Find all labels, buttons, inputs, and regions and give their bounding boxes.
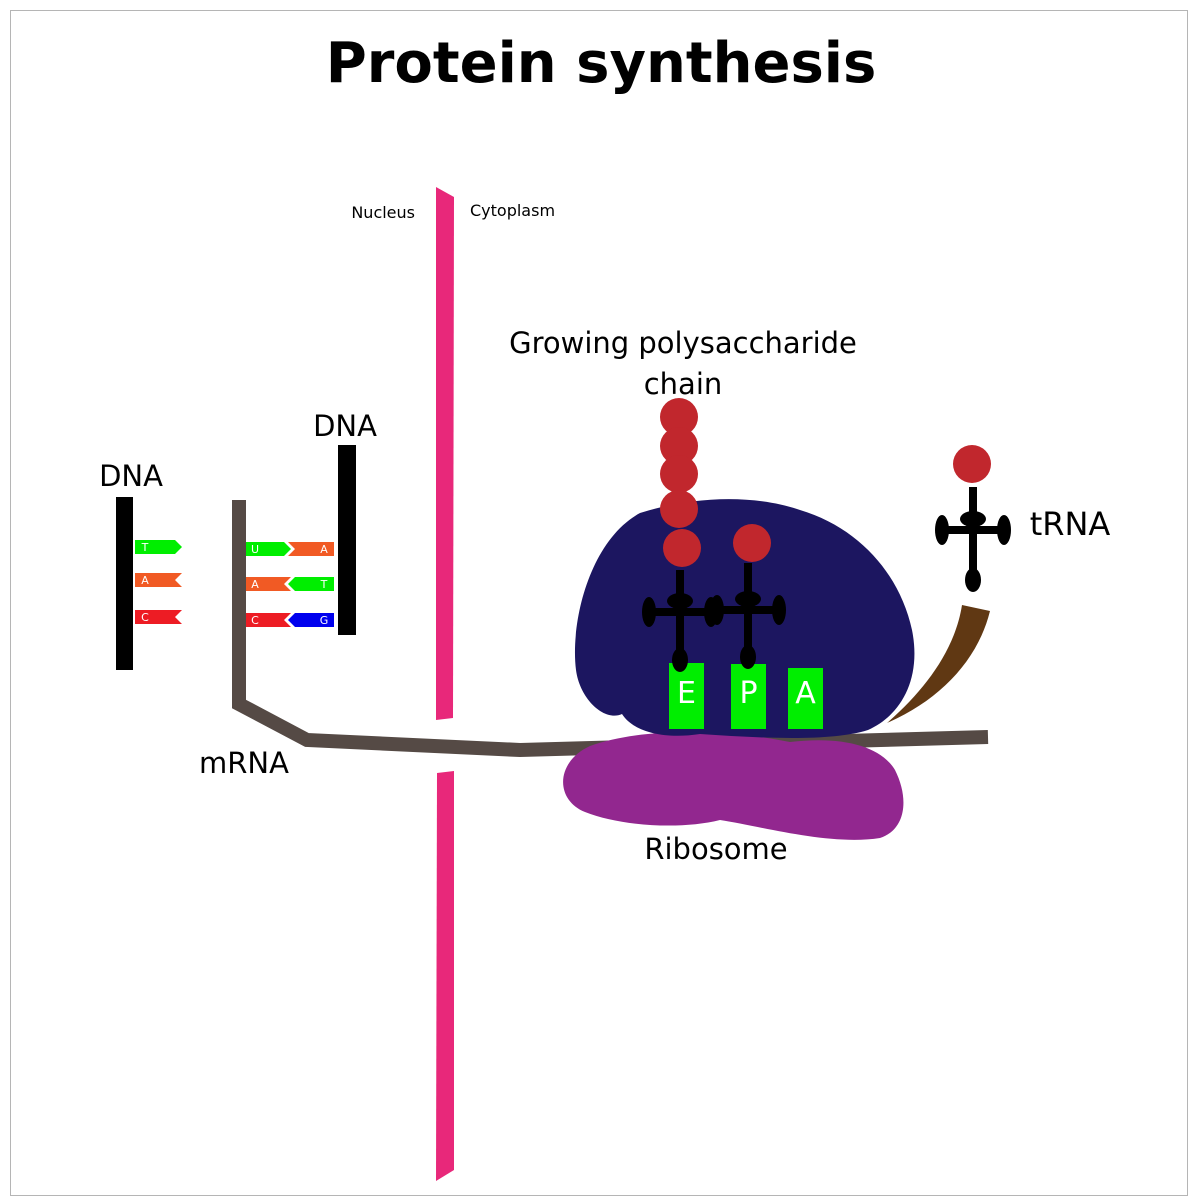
trna-incoming-right-loop (997, 515, 1011, 545)
growing-chain-label-line2: chain (644, 367, 723, 401)
trna-incoming-top-loop (960, 511, 986, 527)
mrna-base-a-shape (246, 577, 291, 591)
site-p-box (731, 664, 766, 729)
dna-left-base-a-shape (135, 573, 182, 587)
dna-right-strand (338, 445, 356, 635)
trna-p-site-arm (718, 606, 778, 614)
mrna-label: mRNA (199, 746, 289, 780)
mrna-base-u: U (246, 542, 291, 556)
dna-left-base-t-letter: T (141, 541, 149, 554)
dna-right-base-a: A (288, 542, 334, 556)
trna-p-site-right-loop (772, 595, 786, 625)
mrna-base-u-shape (246, 542, 291, 556)
dna-left-strand (116, 497, 133, 670)
trna-incoming-arm (943, 526, 1003, 534)
p-site-amino-acid (733, 524, 771, 562)
diagram-title: Protein synthesis (326, 31, 877, 96)
dna-right-base-g-shape (288, 613, 334, 627)
chain-amino-acid-1 (660, 398, 698, 436)
mrna-base-c: C (246, 613, 291, 627)
dna-left-label: DNA (99, 459, 163, 493)
dna-right-base-t-shape (288, 577, 334, 591)
mrna-base-u-letter: U (251, 543, 259, 556)
nucleus-label: Nucleus (351, 203, 415, 222)
chain-amino-acid-3 (660, 455, 698, 493)
mrna-bases: U A C (246, 542, 291, 627)
site-a-letter: A (795, 676, 816, 711)
dna-right-bases: A T G (288, 542, 334, 627)
dna-right-base-t-letter: T (320, 578, 328, 591)
dna-left-base-t: T (135, 540, 182, 554)
ribosome-label: Ribosome (644, 832, 787, 866)
trna-p-site-top-loop (735, 591, 761, 607)
trna-p-site (710, 563, 786, 669)
dna-left-base-a: A (135, 573, 182, 587)
trna-label: tRNA (1030, 505, 1111, 543)
dna-right-base-g-letter: G (320, 614, 329, 627)
incoming-trna-tail (887, 605, 990, 723)
dna-left-base-c-shape (135, 610, 182, 624)
dna-right-base-a-shape (288, 542, 334, 556)
dna-left-base-c: C (135, 610, 182, 624)
trna-incoming-anticodon-loop (965, 568, 981, 592)
figure-frame (10, 10, 1188, 1196)
dna-right-base-g: G (288, 613, 334, 627)
mrna-base-a: A (246, 577, 291, 591)
dna-left-base-c-letter: C (141, 611, 149, 624)
site-e-box (669, 663, 704, 729)
nuclear-membrane-upper (436, 187, 454, 720)
growing-chain-label-line1: Growing polysaccharide (509, 326, 857, 360)
chain-amino-acid-4 (660, 490, 698, 528)
dna-right-label: DNA (313, 409, 377, 443)
dna-left-bases: T A C (135, 540, 182, 624)
trna-incoming-left-loop (935, 515, 949, 545)
site-p: P (731, 664, 766, 729)
mrna-base-c-shape (246, 613, 291, 627)
site-a: A (788, 668, 823, 729)
mrna-base-c-letter: C (251, 614, 259, 627)
dna-right-base-a-letter: A (320, 543, 328, 556)
mrna-base-a-letter: A (251, 578, 259, 591)
site-e-letter: E (677, 676, 696, 711)
trna-e-site (642, 570, 718, 672)
site-e: E (669, 663, 704, 729)
trna-e-site-left-loop (642, 597, 656, 627)
trna-e-site-arm (650, 608, 710, 616)
site-p-letter: P (739, 676, 757, 711)
ribosome-small-subunit (563, 731, 904, 840)
dna-right-base-t: T (288, 577, 334, 591)
chain-amino-acid-5 (663, 529, 701, 567)
site-a-box (788, 668, 823, 729)
trna-incoming (935, 487, 1011, 592)
incoming-amino-acid (953, 445, 991, 483)
trna-molecules (642, 487, 1011, 672)
dna-left-base-t-shape (135, 540, 182, 554)
chain-amino-acid-2 (660, 427, 698, 465)
dna-left-base-a-letter: A (141, 574, 149, 587)
nuclear-membrane-lower (436, 771, 454, 1181)
trna-e-site-top-loop (667, 593, 693, 609)
growing-chain (660, 398, 991, 567)
cytoplasm-label: Cytoplasm (470, 201, 555, 220)
trna-p-site-left-loop (710, 595, 724, 625)
trna-p-site-anticodon-loop (740, 645, 756, 669)
trna-e-site-anticodon-loop (672, 648, 688, 672)
